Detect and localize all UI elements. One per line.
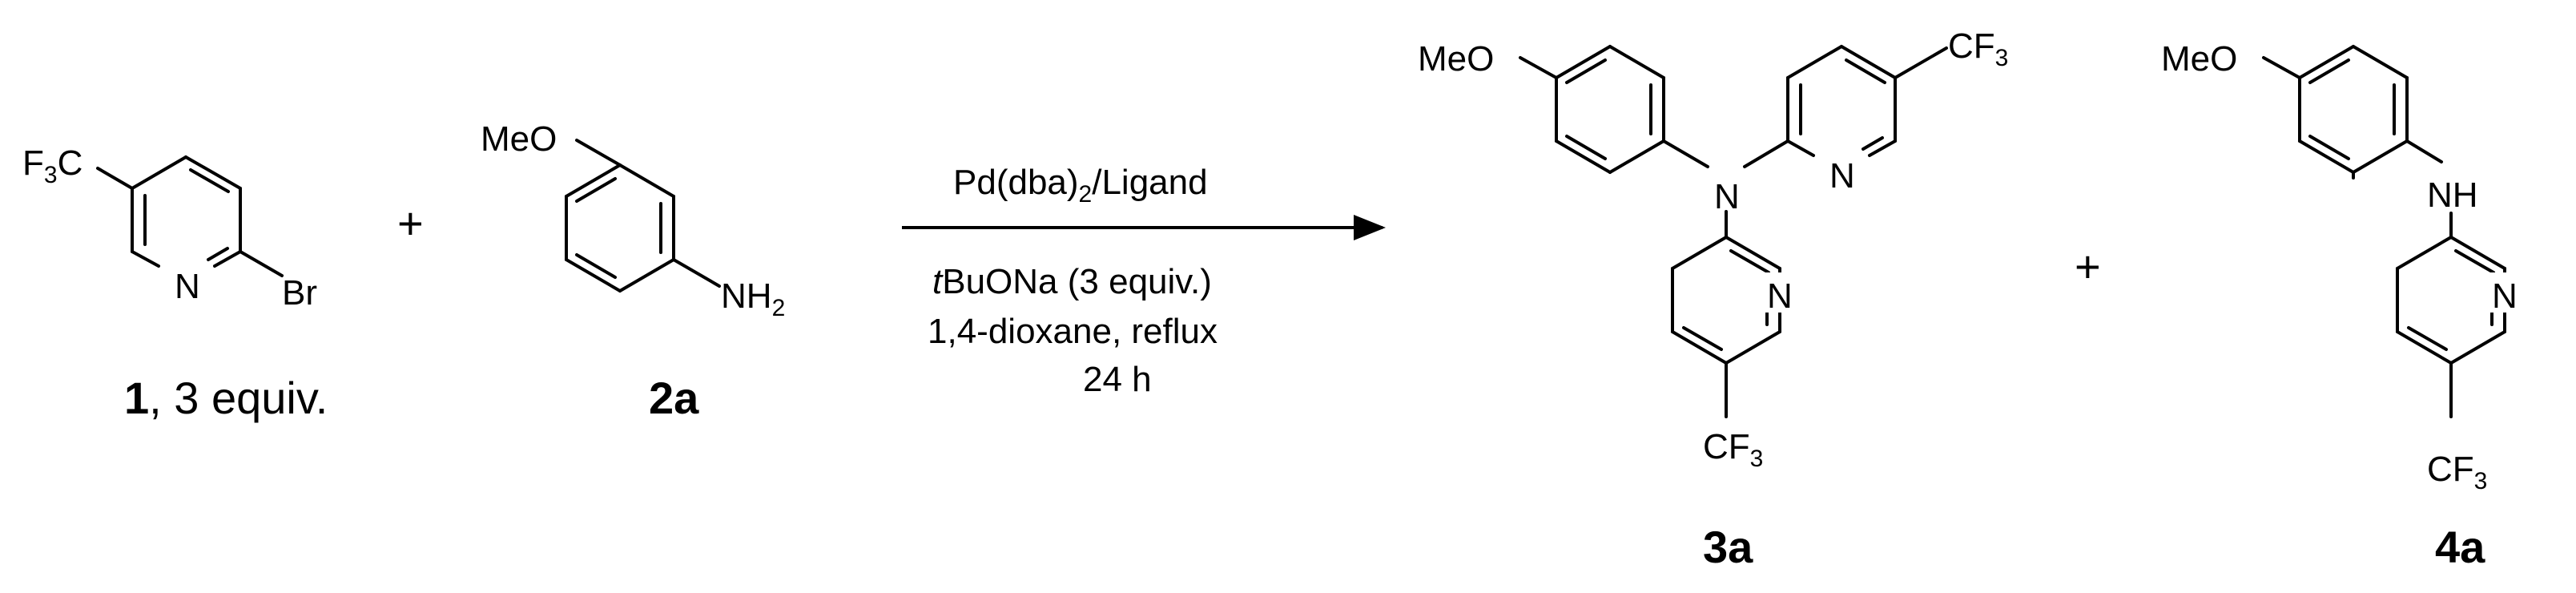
time-condition: 24 h xyxy=(1083,360,1152,399)
pyridine-ring-4a xyxy=(2396,236,2506,365)
plus-sign-1: + xyxy=(397,198,424,248)
lower-pyridine-n-label: N xyxy=(1767,276,1793,316)
pyridine-n-label: N xyxy=(175,267,200,306)
anisyl-methoxy-label: MeO xyxy=(1418,39,1494,79)
central-n-label: N xyxy=(1714,177,1740,216)
nh-label: NH xyxy=(2427,175,2478,215)
methoxy-bond-4a xyxy=(2262,56,2301,79)
methoxy-label-4a: MeO xyxy=(2161,39,2237,79)
upper-cf3-label: CF3 xyxy=(1948,26,2008,71)
compound-3a-structure: MeO N N CF3 xyxy=(1418,26,2008,472)
cf3-bond xyxy=(96,167,134,190)
catalyst-condition: Pd(dba)2/Ligand xyxy=(953,163,1208,208)
compound-4a-label: 4a xyxy=(2435,522,2485,572)
anisyl-ring-4a xyxy=(2298,45,2409,174)
upper-pyridine-n-label: N xyxy=(1829,156,1855,196)
cf3-label-4a: CF3 xyxy=(2427,450,2487,494)
pyridine-ring xyxy=(131,155,242,268)
methoxy-label: MeO xyxy=(481,119,557,159)
central-n-bonds xyxy=(1662,139,1789,239)
compound-4a-structure: MeO NH N CF3 xyxy=(2161,39,2521,494)
bromo-bond xyxy=(239,250,284,277)
anisyl-ring xyxy=(1555,45,1665,174)
lower-cf3-label: CF3 xyxy=(1703,427,1763,472)
compound-2a-structure: MeO NH2 xyxy=(481,119,785,321)
upper-cf3-bond xyxy=(1894,46,1948,79)
amine-bond xyxy=(672,258,721,288)
upper-pyridine-ring xyxy=(1786,45,1897,157)
bromine-label: Br xyxy=(282,273,317,313)
lower-pyridine-ring xyxy=(1671,236,1781,365)
compound-3a-label: 3a xyxy=(1703,522,1753,572)
nh-bonds xyxy=(2352,139,2453,239)
compound-1-label: 1, 3 equiv. xyxy=(124,373,328,423)
plus-sign-2: + xyxy=(2075,241,2101,292)
compound-1-structure: F3C N Br xyxy=(22,143,317,313)
compound-2a-label: 2a xyxy=(649,373,699,423)
methoxy-bond xyxy=(575,139,622,167)
cf3-group-label: F3C xyxy=(22,143,83,188)
anisyl-methoxy-bond xyxy=(1519,56,1558,79)
amine-label: NH2 xyxy=(721,276,785,321)
pyridine-n-label-4a: N xyxy=(2492,276,2518,316)
benzene-ring xyxy=(565,163,675,292)
solvent-condition: 1,4-dioxane, reflux xyxy=(928,312,1218,351)
base-condition: tBuONa (3 equiv.) xyxy=(932,262,1212,301)
